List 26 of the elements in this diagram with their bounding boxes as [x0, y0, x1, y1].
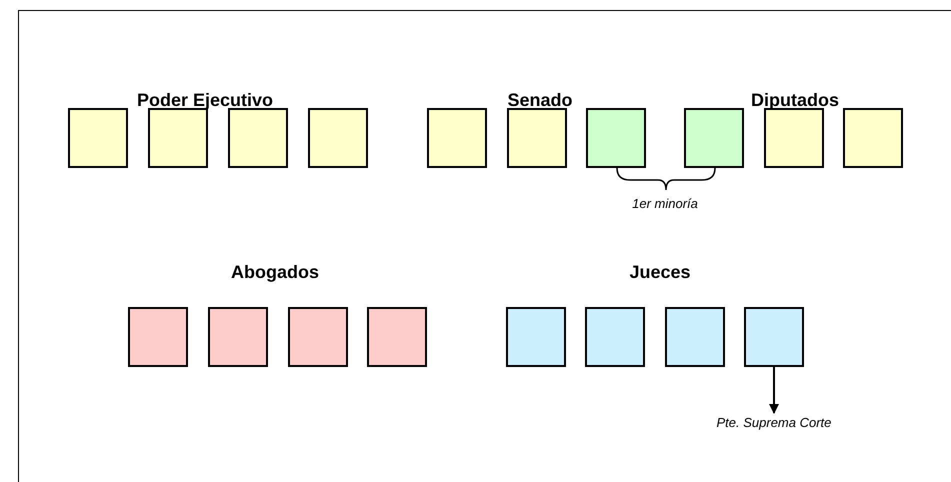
group-heading: Diputados: [751, 90, 839, 111]
square-box: [843, 108, 903, 168]
square-box: [507, 108, 567, 168]
square-box: [148, 108, 208, 168]
square-box: [68, 108, 128, 168]
caption-text: Pte. Suprema Corte: [716, 415, 832, 430]
square-box: [585, 307, 645, 367]
square-box: [208, 307, 268, 367]
square-box: [427, 108, 487, 168]
square-box: [506, 307, 566, 367]
group-heading: Jueces: [629, 262, 691, 283]
group-heading: Abogados: [231, 262, 319, 283]
square-box: [586, 108, 646, 168]
square-box: [665, 307, 725, 367]
square-box: [744, 307, 804, 367]
square-box: [684, 108, 744, 168]
group-heading: Senado: [508, 90, 572, 111]
group-heading: Poder Ejecutivo: [136, 90, 274, 111]
square-box: [288, 307, 348, 367]
arrow: [769, 367, 779, 414]
square-box: [128, 307, 188, 367]
note-text: 1er minoría: [632, 196, 698, 211]
square-box: [308, 108, 368, 168]
square-box: [764, 108, 824, 168]
square-box: [228, 108, 288, 168]
square-box: [367, 307, 427, 367]
